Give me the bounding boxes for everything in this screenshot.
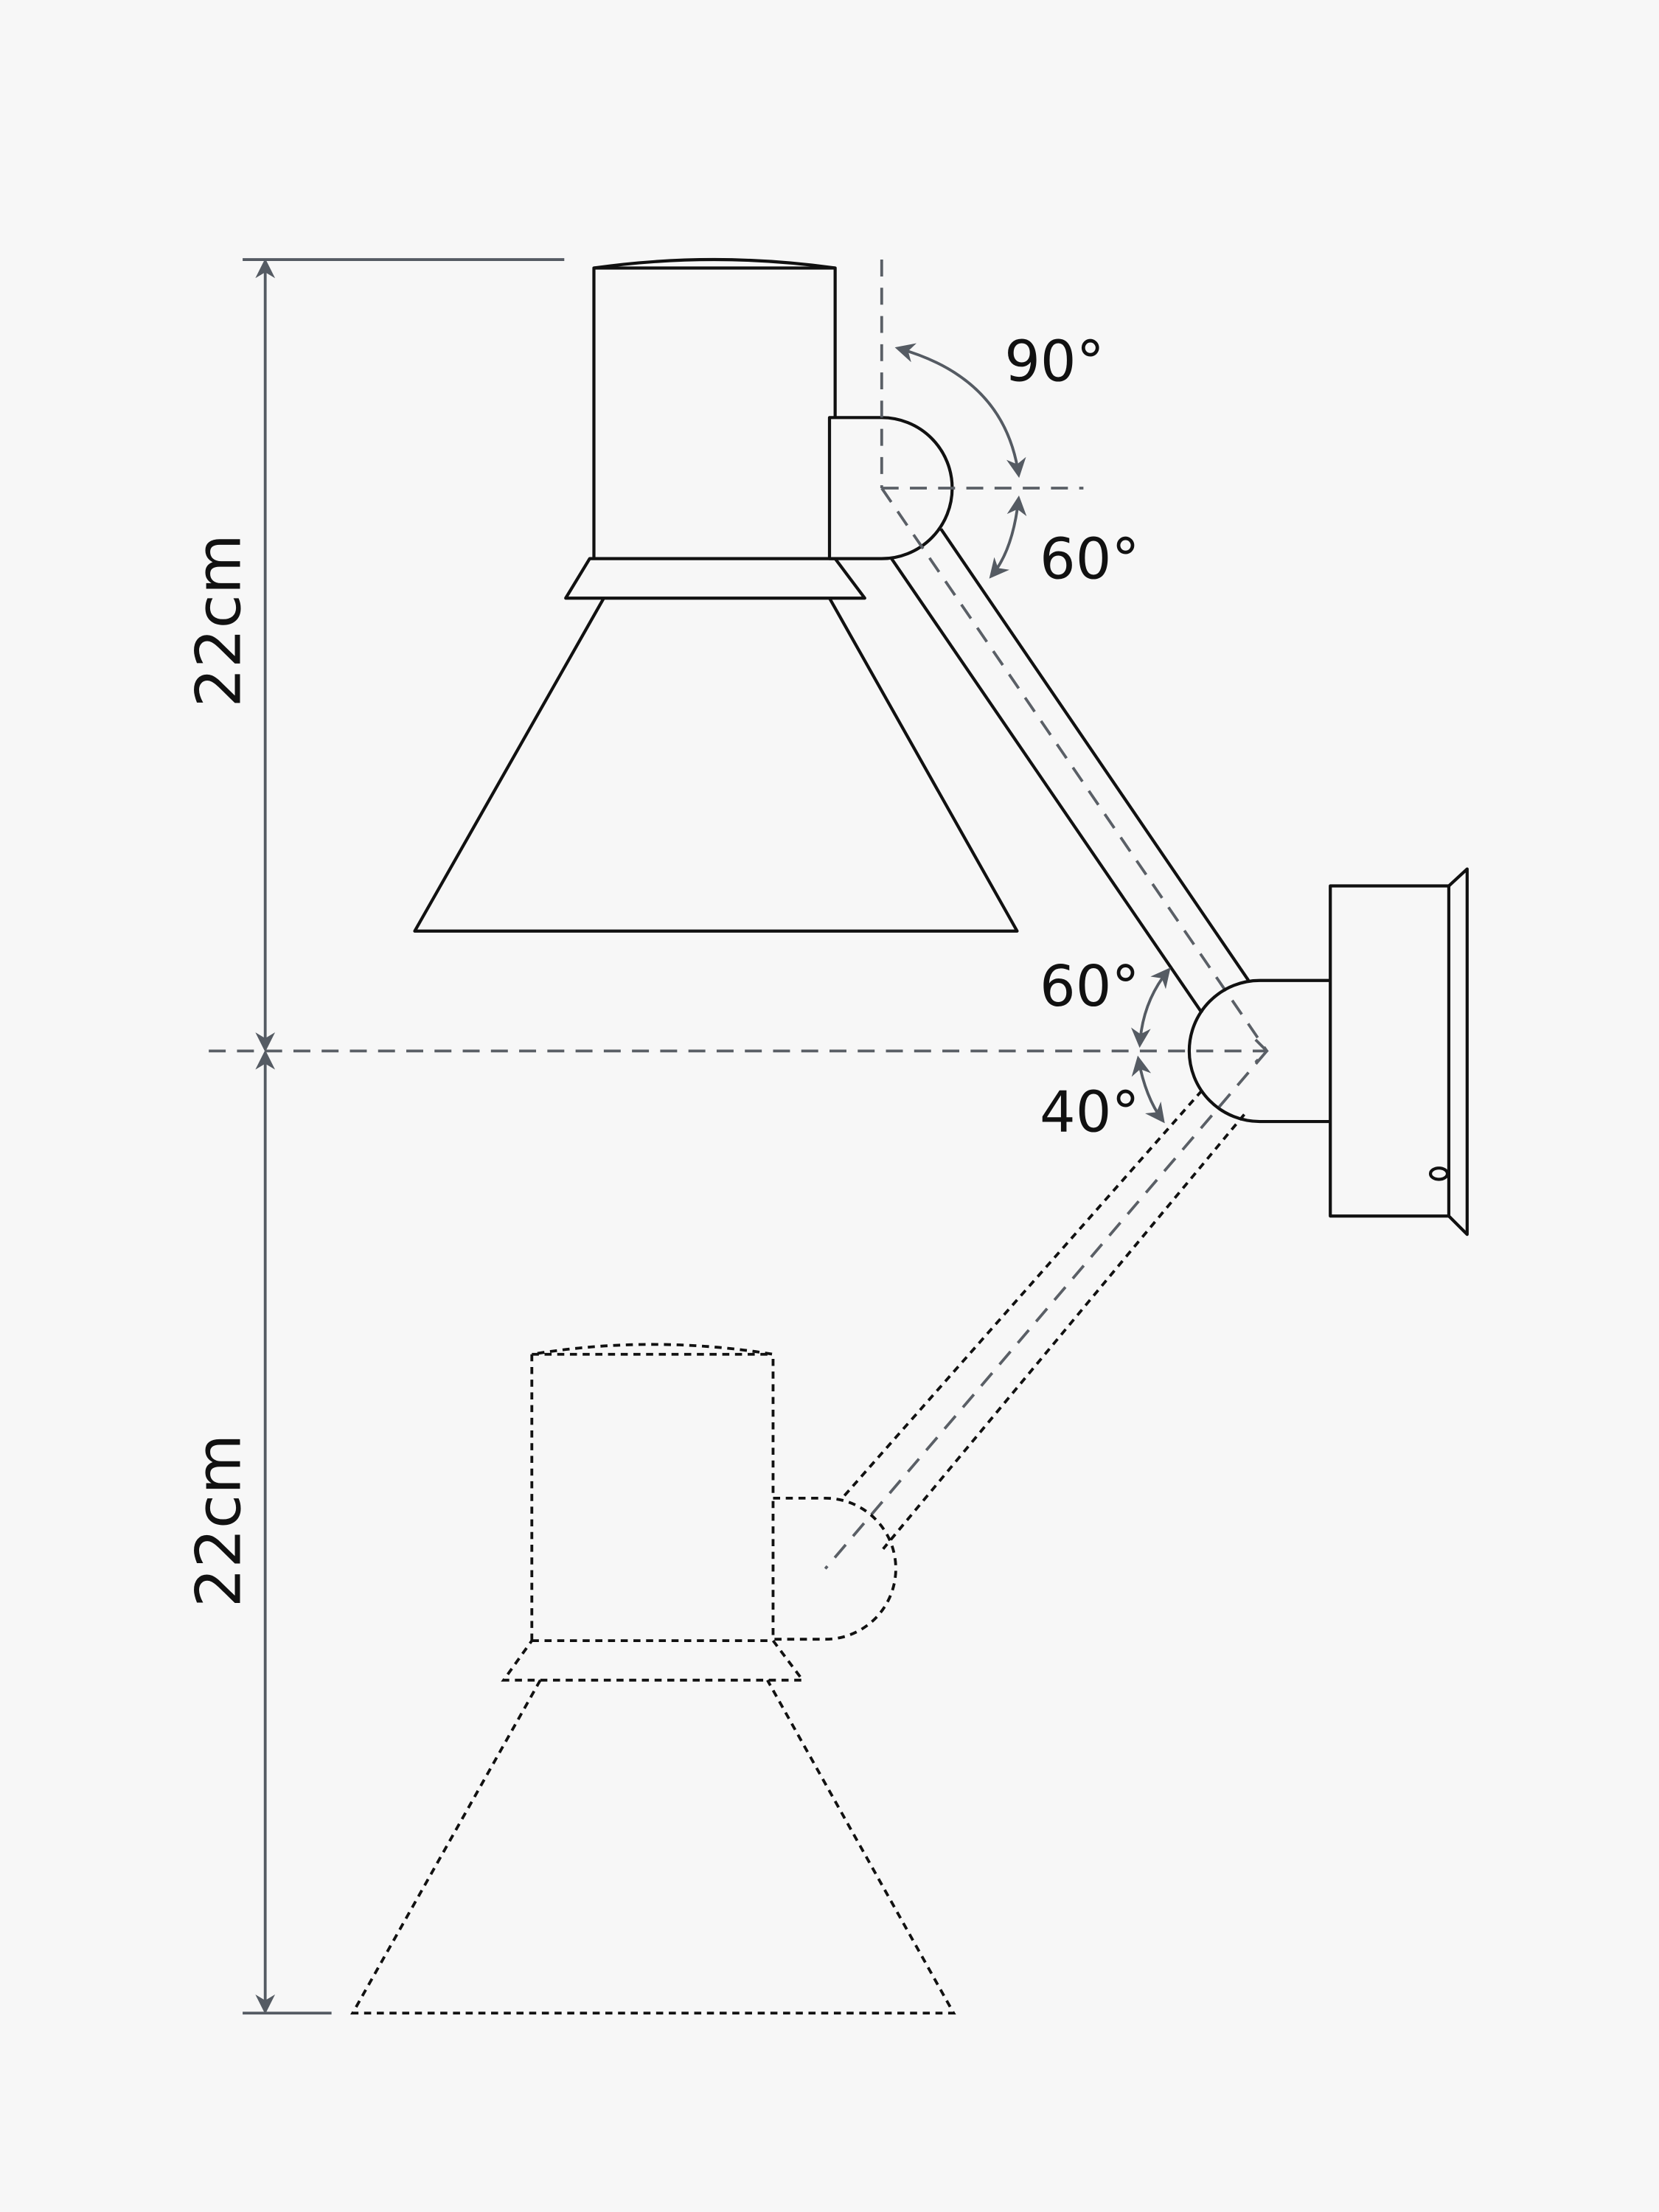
lower-lamp-position (350, 1050, 1268, 2015)
angle-40-label: 40° (1040, 1079, 1140, 1145)
screw-icon (1428, 1166, 1450, 1181)
upper-lamp-head (413, 257, 1084, 933)
angle-90-label: 90° (1004, 330, 1105, 395)
height-dimension: 22cm 22cm (182, 258, 1267, 2015)
angle-60-arm-label: 60° (1040, 954, 1140, 1020)
angle-60-head-label: 60° (1040, 526, 1140, 592)
lower-height-label: 22cm (182, 1434, 254, 1607)
angle-annotations: 90° 60° 60° 40° (894, 330, 1171, 1145)
upper-height-label: 22cm (182, 534, 254, 707)
wall-mount (1187, 867, 1469, 1237)
upper-arm (880, 487, 1268, 1052)
